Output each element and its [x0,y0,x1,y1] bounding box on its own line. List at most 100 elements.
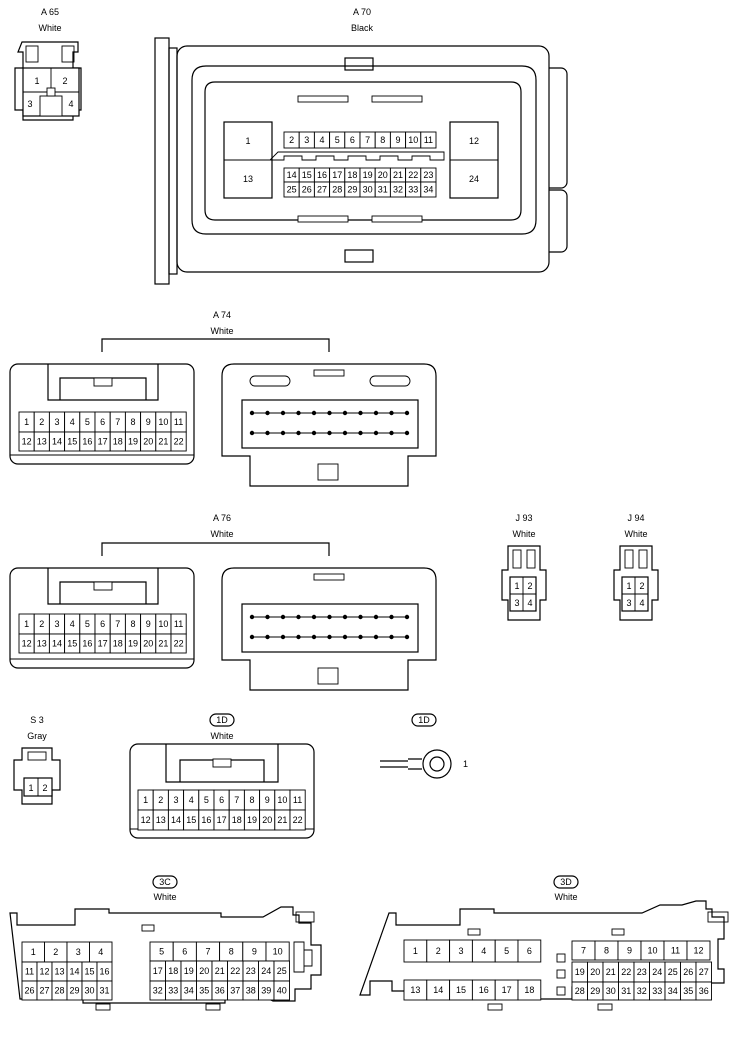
a70-pin-26: 26 [302,185,312,195]
a76-pin-7: 7 [115,619,120,629]
a74-male-key [313,369,345,377]
a74-pin-15: 15 [67,437,77,447]
c3c-pin-11: 11 [25,967,34,977]
a70-outer-shroud [191,65,537,235]
c3c-tab [141,924,155,932]
j94-pin-2: 2 [639,581,644,591]
c1d-pin-8: 8 [249,795,254,805]
a74-pin [389,430,394,436]
connector-j94: J 94 White 1 2 3 4 [613,513,659,621]
a74-cell [170,431,187,452]
a76-male-face [241,603,419,653]
a76-pin-18: 18 [113,639,123,649]
c3d-pin-31: 31 [621,986,631,996]
c3d-pin-16: 16 [479,985,489,995]
c3c-pin-16: 16 [99,967,109,977]
a74-pin [373,410,379,416]
a65-key-tab [46,87,56,97]
a74-pin [373,430,379,436]
a74-pin-17: 17 [98,437,108,447]
connector-j93: J 93 White 1 2 3 4 [501,513,547,621]
c3c-pin-28: 28 [54,986,64,996]
c3c-pin-13: 13 [54,967,64,977]
a74-pin-3: 3 [54,417,59,427]
c3c-tab [205,1003,221,1011]
a74-pin-9: 9 [146,417,151,427]
c3c-pin-38: 38 [246,986,256,996]
c3c-cell [273,980,290,1001]
c3d-tab [597,1003,613,1011]
a70-housing [176,45,550,273]
a76-pin [311,614,317,620]
c3d-pin-7: 7 [581,946,586,956]
a76-pin [249,634,255,640]
j93-housing [501,545,547,621]
c1d-pin-3: 3 [173,795,178,805]
a76-pin [311,634,317,640]
c1d-pin-4: 4 [189,795,194,805]
a70-pin-16: 16 [317,170,327,180]
a74-pin-13: 13 [37,437,47,447]
a74-male-housing [221,363,437,487]
a76-pin-13: 13 [37,639,47,649]
a76-pin-11: 11 [174,619,183,629]
c3c-pin-14: 14 [69,967,79,977]
a74-pin [389,410,394,416]
c3d-tab [467,928,481,936]
c3d-pin-29: 29 [590,986,600,996]
c3c-pin-10: 10 [273,947,283,957]
a70-pin-21: 21 [393,170,403,180]
c3d-code: 3D [560,877,572,887]
a74-pin [265,410,270,416]
c3c-pin-29: 29 [69,986,79,996]
c3d-pin-12: 12 [693,946,703,956]
a76-pin-8: 8 [130,619,135,629]
c3d-pin-25: 25 [668,967,678,977]
a65-housing [14,41,82,121]
a70-pin-33: 33 [408,185,418,195]
a74-pin [311,430,317,436]
a70-right-lock [549,189,568,253]
a74-pin [296,410,301,416]
c3d-tab [611,928,625,936]
a70-code: A 70 [353,7,371,17]
c3d-pin-8: 8 [604,946,609,956]
c3c-pin-2: 2 [53,947,58,957]
a70-pin-20: 20 [378,170,388,180]
a70-cell [420,131,437,149]
a76-pin-17: 17 [98,639,108,649]
a76-color: White [210,529,233,539]
c3d-blank-cavity [556,953,566,963]
a70-key-bar [268,151,445,161]
a70-flange-inner [168,47,178,275]
j94-color: White [624,529,647,539]
a76-pin-16: 16 [82,639,92,649]
c3d-tab [707,911,729,923]
c3c-pin-1: 1 [31,947,36,957]
c3c-pin-24: 24 [261,966,271,976]
c1d-pin-17: 17 [217,815,227,825]
c3c-code-badge [152,875,178,889]
c3c-pin-37: 37 [230,986,240,996]
c3c-pin-34: 34 [184,986,194,996]
c3c-tab [295,911,315,923]
a76-pin [389,614,394,620]
c3d-pin-20: 20 [590,967,600,977]
a76-pin [249,614,255,620]
c3c-pin-3: 3 [76,947,81,957]
c3d-pin-1: 1 [413,946,418,956]
a74-pin-18: 18 [113,437,123,447]
a74-pin-14: 14 [52,437,62,447]
c1d-pin-12: 12 [141,815,151,825]
a76-pin-20: 20 [143,639,153,649]
c1d-pin-14: 14 [171,815,181,825]
a74-latch-frame [47,364,159,401]
c1d-color: White [210,731,233,741]
j94-housing [613,545,659,621]
a74-pin [404,430,410,436]
c3c-pin-22: 22 [230,966,240,976]
a76-pin [404,614,410,620]
j94-latch [638,549,648,569]
a70-flange [154,37,170,285]
c3d-pin-32: 32 [637,986,647,996]
